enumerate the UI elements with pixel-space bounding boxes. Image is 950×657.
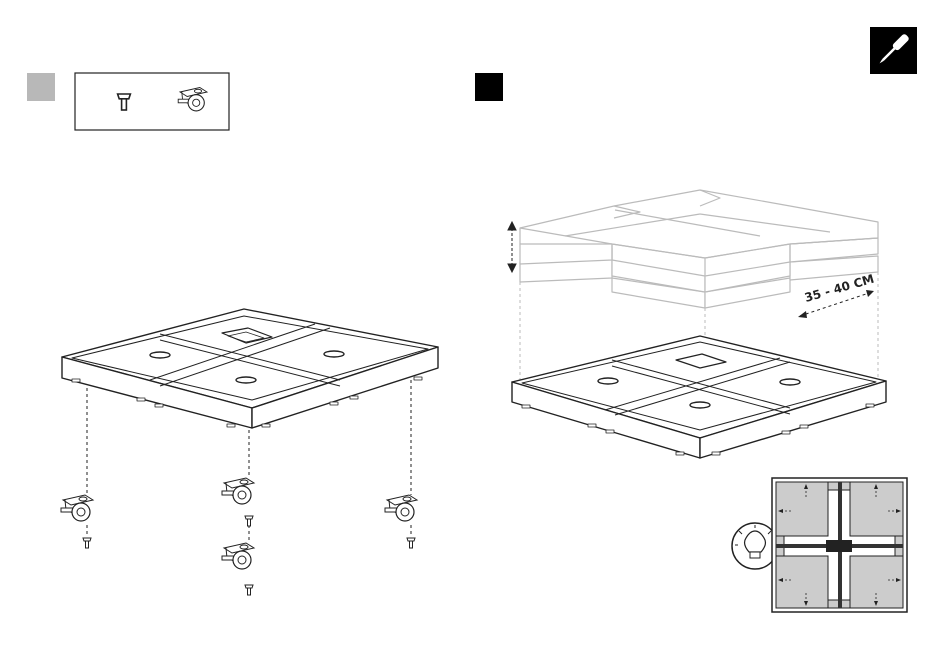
step-b-marker xyxy=(475,73,503,101)
lightbulb-icon xyxy=(732,523,778,569)
caster-wheel-icon xyxy=(61,495,93,521)
caster-wheel-icon xyxy=(222,478,254,504)
parts-box xyxy=(75,73,229,130)
caster-wheel-icon xyxy=(222,543,254,569)
caster-wheel-icon xyxy=(385,495,417,521)
screwdriver-icon xyxy=(870,27,917,74)
screw-icon xyxy=(407,538,415,548)
top-view-grid xyxy=(772,478,907,612)
screw-icon xyxy=(83,538,91,548)
base-frame-right xyxy=(512,336,886,458)
step-a-marker xyxy=(27,73,55,101)
height-arrow xyxy=(508,222,516,272)
base-frame-left xyxy=(62,309,438,428)
screw-icon xyxy=(245,585,253,595)
screw-icon xyxy=(245,516,253,526)
